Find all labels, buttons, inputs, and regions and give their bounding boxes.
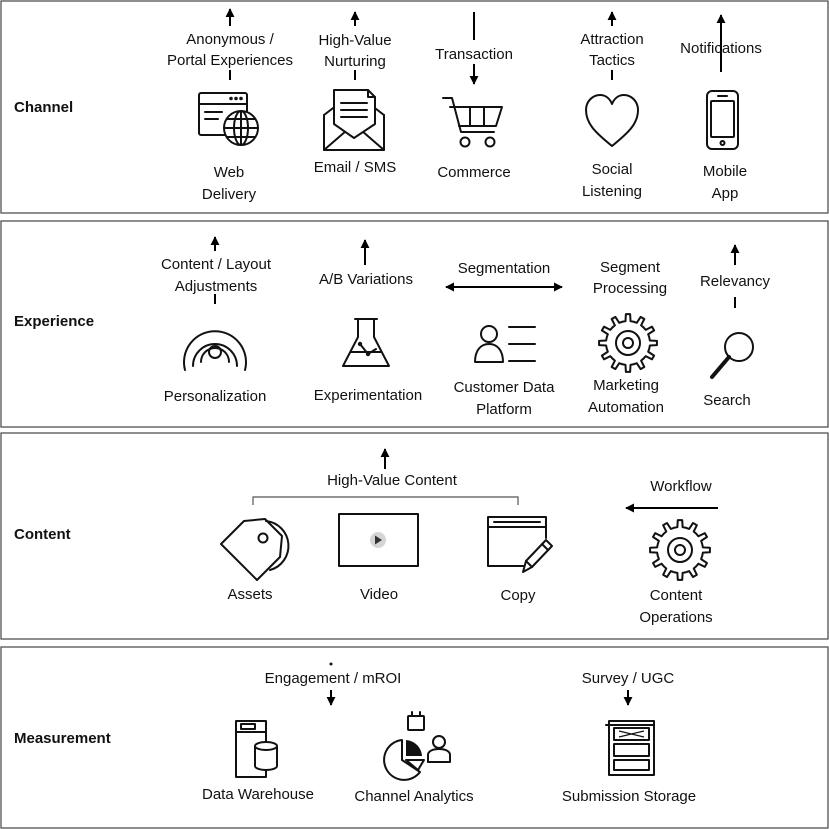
node-label-analytics: Channel Analytics bbox=[354, 788, 473, 805]
section-label-experience: Experience bbox=[14, 313, 94, 330]
web-browser-icon bbox=[198, 92, 259, 146]
label-survey: Survey / UGC bbox=[582, 670, 675, 687]
content-group-bracket bbox=[252, 496, 519, 505]
label-segmentation: Segmentation bbox=[458, 260, 551, 277]
node-label-experimentation: Experimentation bbox=[314, 387, 422, 404]
channel-panel bbox=[0, 0, 829, 214]
section-label-measurement: Measurement bbox=[14, 730, 111, 747]
node-label-operations-2: Operations bbox=[639, 609, 712, 626]
label-engagement: Engagement / mROI bbox=[265, 670, 402, 687]
content-panel bbox=[0, 432, 829, 640]
search-icon bbox=[710, 332, 754, 379]
analytics-pie-user-icon bbox=[383, 711, 451, 781]
heart-icon bbox=[585, 94, 639, 147]
shopping-cart-icon bbox=[442, 97, 503, 148]
section-label-content: Content bbox=[14, 526, 71, 543]
node-label-assets: Assets bbox=[227, 586, 272, 603]
node-label-search: Search bbox=[703, 392, 751, 409]
node-label-social-2: Listening bbox=[582, 183, 642, 200]
label-high-value-content: High-Value Content bbox=[327, 472, 458, 489]
node-label-social-1: Social bbox=[592, 161, 633, 178]
experience-panel bbox=[0, 220, 829, 428]
submission-storage-icon bbox=[605, 720, 655, 776]
customer-profile-icon bbox=[474, 325, 536, 363]
label-content-layout-2: Adjustments bbox=[175, 278, 258, 295]
node-label-cdp-2: Platform bbox=[476, 401, 532, 418]
label-attraction-1: Attraction bbox=[580, 31, 643, 48]
label-workflow: Workflow bbox=[650, 478, 712, 495]
node-label-video: Video bbox=[360, 586, 398, 603]
node-label-personalization: Personalization bbox=[164, 388, 267, 405]
gear-icon bbox=[598, 313, 658, 373]
label-transaction: Transaction bbox=[435, 46, 513, 63]
label-anonymous-2: Portal Experiences bbox=[167, 52, 293, 69]
node-label-operations-1: Content bbox=[650, 587, 703, 604]
label-segment-processing-1: Segment bbox=[600, 259, 661, 276]
content-operations-gear-icon bbox=[649, 519, 711, 581]
label-nurturing-1: High-Value bbox=[318, 32, 391, 49]
edit-document-icon bbox=[487, 516, 553, 573]
node-label-storage: Submission Storage bbox=[562, 788, 696, 805]
node-label-mobile-2: App bbox=[712, 185, 739, 202]
envelope-icon bbox=[323, 89, 385, 151]
node-label-cdp-1: Customer Data bbox=[454, 379, 556, 396]
mobile-phone-icon bbox=[706, 90, 739, 150]
label-nurturing-2: Nurturing bbox=[324, 53, 386, 70]
node-label-mobile-1: Mobile bbox=[703, 163, 747, 180]
label-attraction-2: Tactics bbox=[589, 52, 635, 69]
node-label-warehouse: Data Warehouse bbox=[202, 786, 314, 803]
node-label-web-1: Web bbox=[214, 164, 245, 181]
node-label-email: Email / SMS bbox=[314, 159, 397, 176]
flask-icon bbox=[342, 318, 390, 367]
node-label-marketing-2: Automation bbox=[588, 399, 664, 416]
data-warehouse-icon bbox=[235, 720, 278, 778]
personalization-target-icon bbox=[183, 330, 247, 371]
node-label-marketing-1: Marketing bbox=[593, 377, 659, 394]
tag-icon bbox=[220, 518, 290, 581]
measurement-panel bbox=[0, 646, 829, 829]
video-player-icon bbox=[338, 513, 419, 567]
section-label-channel: Channel bbox=[14, 99, 73, 116]
label-relevancy: Relevancy bbox=[700, 273, 771, 290]
label-anonymous-1: Anonymous / bbox=[186, 31, 274, 48]
label-content-layout-1: Content / Layout bbox=[161, 256, 272, 273]
node-label-commerce: Commerce bbox=[437, 164, 510, 181]
node-label-copy: Copy bbox=[500, 587, 536, 604]
engagement-dot bbox=[329, 662, 333, 666]
node-label-web-2: Delivery bbox=[202, 186, 257, 203]
label-ab: A/B Variations bbox=[319, 271, 413, 288]
label-segment-processing-2: Processing bbox=[593, 280, 667, 297]
label-notifications: Notifications bbox=[680, 40, 762, 57]
